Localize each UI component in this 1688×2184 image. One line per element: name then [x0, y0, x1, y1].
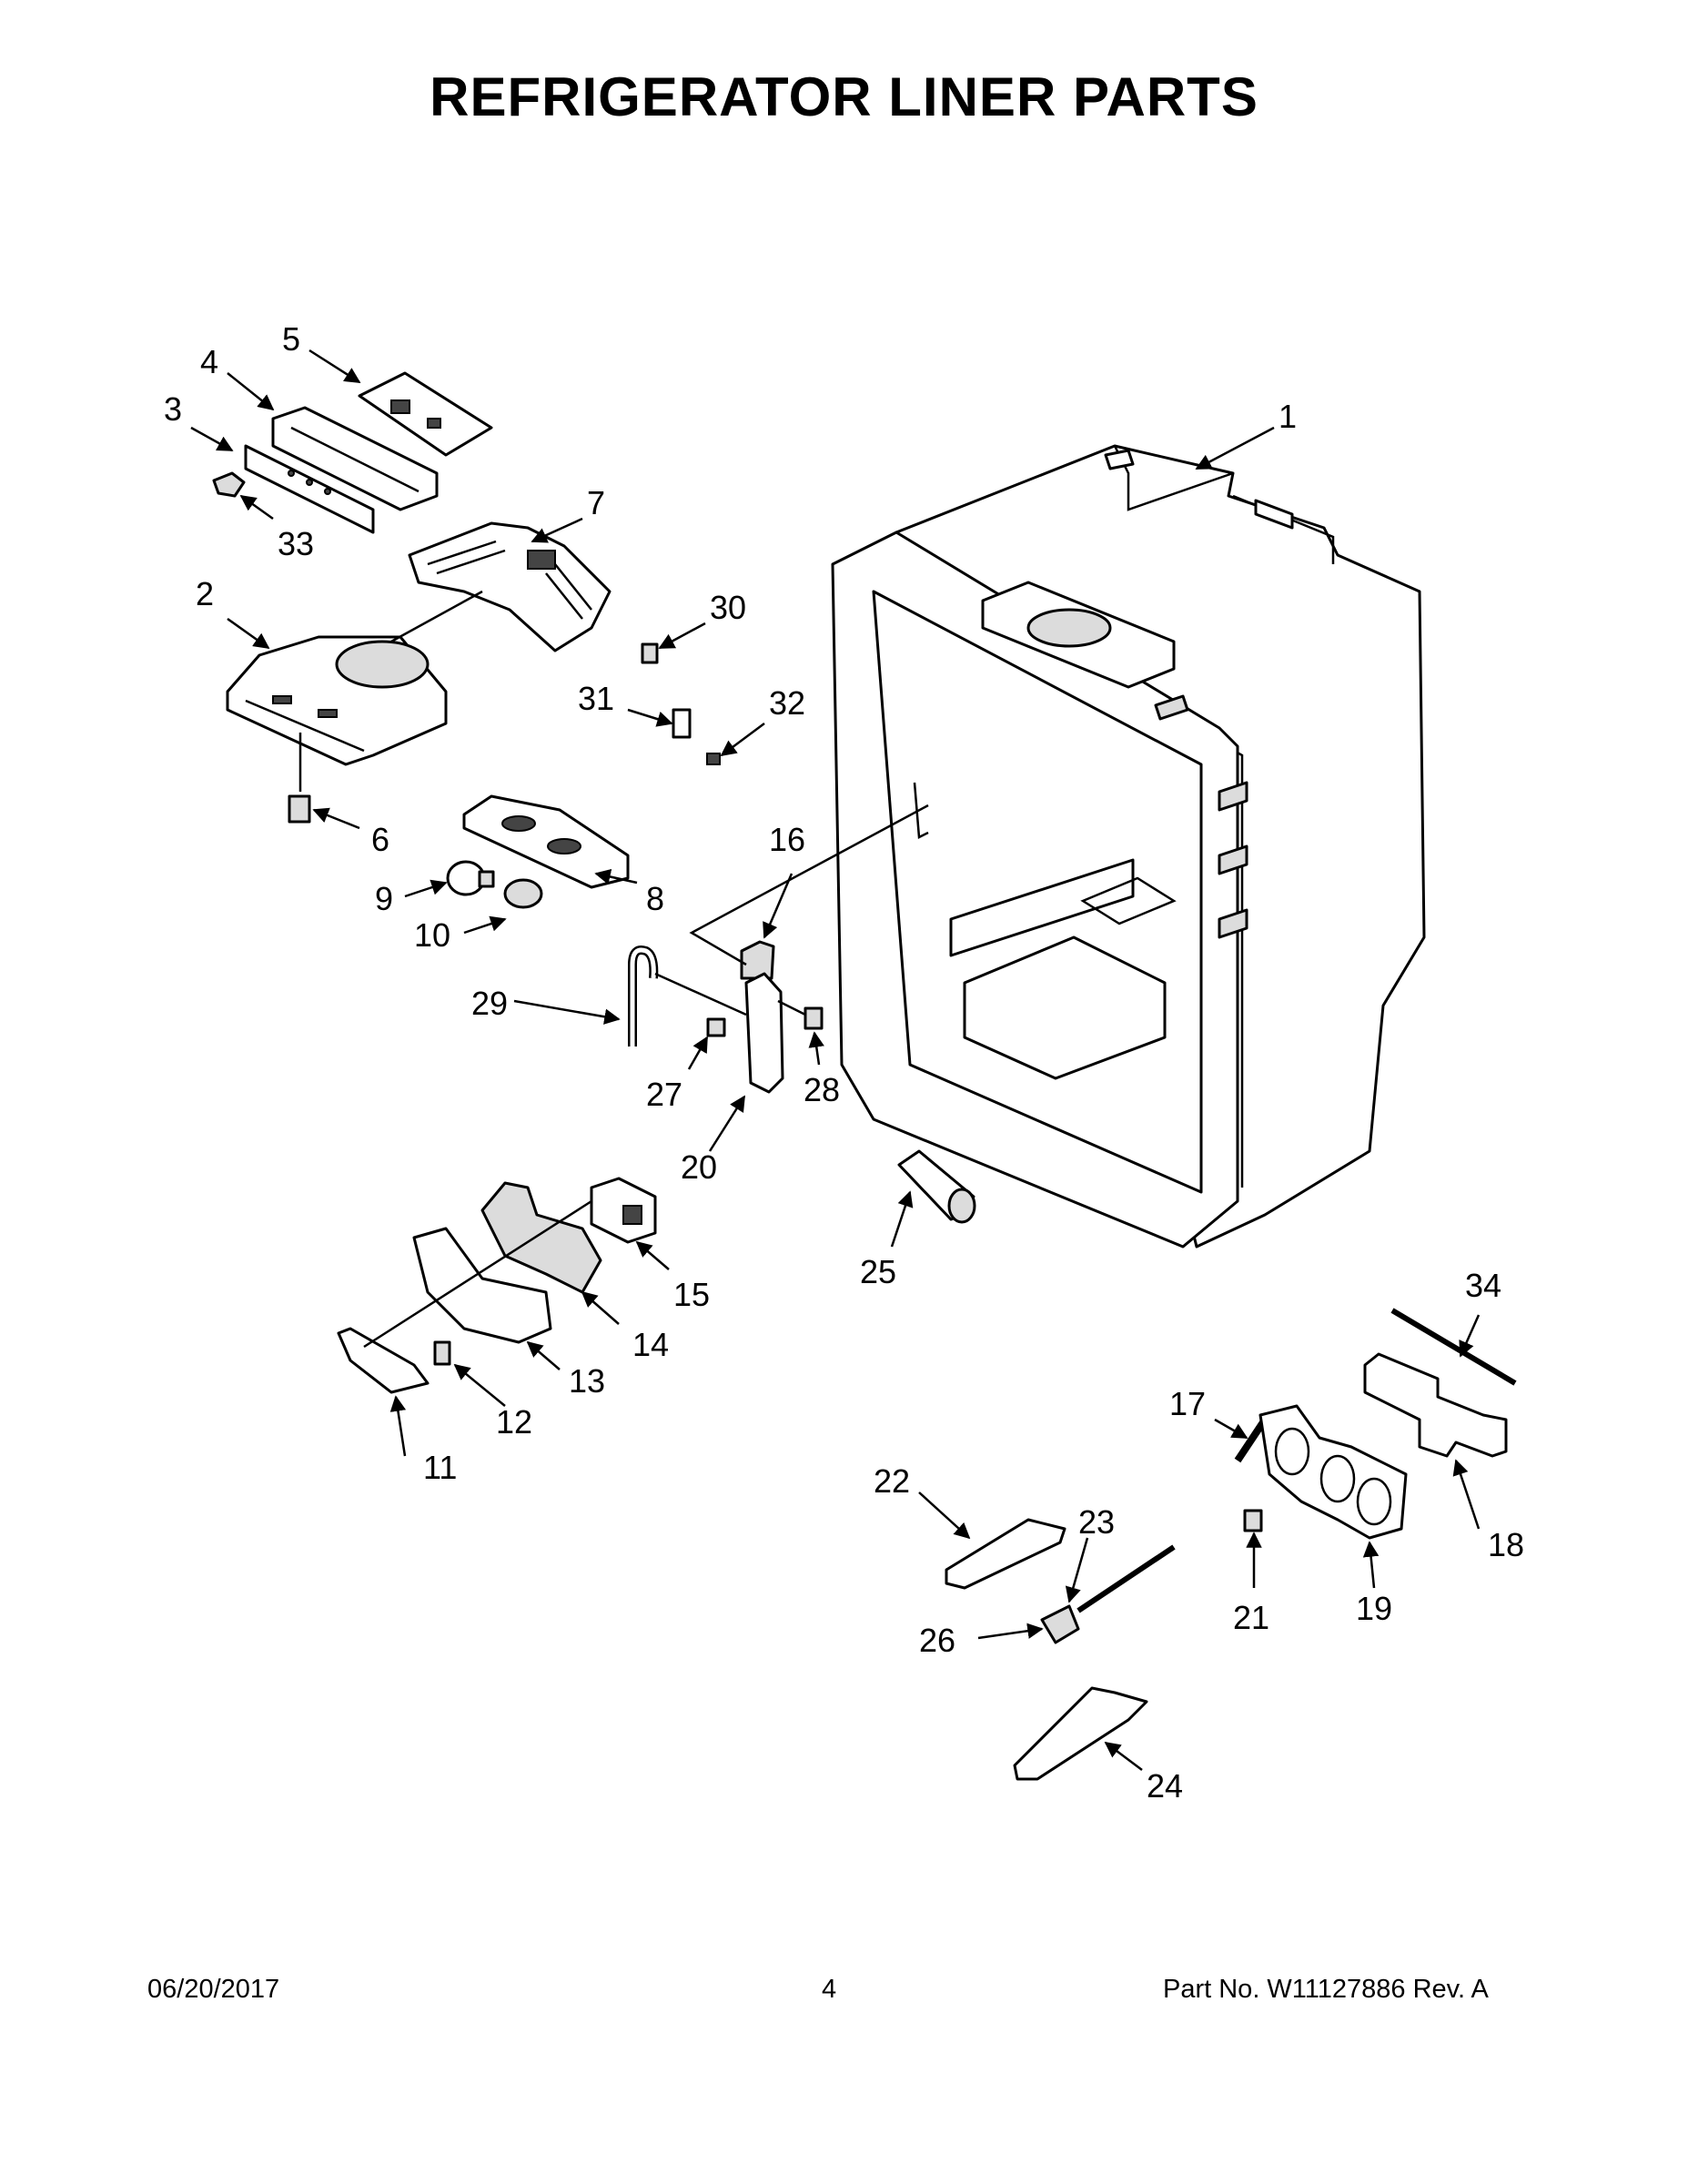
control-housing: [271, 406, 439, 511]
callout-16: 16: [769, 821, 805, 858]
control-board: [358, 371, 493, 457]
callout-22: 22: [874, 1462, 910, 1500]
callout-1: 1: [1279, 398, 1297, 435]
air-grille: [408, 521, 612, 652]
screw-21: [1243, 1509, 1263, 1532]
light-socket: [503, 878, 543, 909]
callout-2: 2: [196, 575, 214, 612]
wire-harness: [1076, 1544, 1176, 1613]
callout-6: 6: [371, 821, 389, 858]
dispenser-housing: [480, 1181, 602, 1294]
dispenser-trim: [337, 1327, 430, 1394]
page-title: REFRIGERATOR LINER PARTS: [430, 66, 1258, 127]
callout-30: 30: [710, 589, 746, 626]
callout-12: 12: [496, 1403, 532, 1441]
fastener-17: [1234, 1417, 1269, 1463]
callout-31: 31: [578, 680, 614, 717]
bracket-22: [945, 1518, 1066, 1590]
callout-28: 28: [804, 1071, 840, 1108]
callout-27: 27: [646, 1076, 682, 1113]
callout-17: 17: [1169, 1385, 1206, 1422]
clip: [706, 1017, 726, 1037]
footer-page-number: 4: [822, 1975, 837, 2004]
screw-12: [433, 1340, 451, 1366]
callout-15: 15: [673, 1276, 710, 1313]
gasket-strip: [1390, 1308, 1517, 1386]
callout-32: 32: [769, 684, 805, 722]
callout-24: 24: [1147, 1767, 1183, 1805]
control-cover: [226, 635, 448, 766]
callout-4: 4: [200, 343, 218, 380]
callout-13: 13: [569, 1362, 605, 1400]
clip-30: [641, 642, 659, 664]
light-bulb: [446, 860, 495, 896]
callout-23: 23: [1078, 1503, 1115, 1541]
callout-10: 10: [414, 916, 450, 954]
callout-29: 29: [471, 985, 508, 1022]
footer-part-number: Part No. W11127886 Rev. A: [1163, 1975, 1489, 2004]
screw: [804, 1006, 824, 1030]
trim-24: [1013, 1686, 1148, 1781]
switch: [288, 794, 311, 824]
light-housing: [462, 794, 630, 889]
callout-9: 9: [375, 880, 393, 917]
callout-20: 20: [681, 1148, 717, 1186]
callout-21: 21: [1233, 1599, 1269, 1636]
bracket-cover: [740, 940, 775, 980]
callout-3: 3: [164, 390, 182, 428]
knob: [212, 471, 246, 498]
filter-cartridge: [897, 1149, 976, 1224]
clip-32: [706, 753, 721, 765]
callout-34: 34: [1465, 1267, 1501, 1304]
callout-labels: 1 2 3 4 5 6 7 8 9 10 11 12 13 14 15 16 1…: [164, 320, 1524, 1805]
leader-lines: [190, 349, 1481, 1771]
callout-8: 8: [646, 880, 664, 917]
callout-25: 25: [860, 1253, 896, 1290]
dispenser-cover: [412, 1227, 552, 1344]
bracket-31: [672, 708, 692, 739]
thermistor: [1040, 1604, 1080, 1644]
callout-19: 19: [1356, 1590, 1392, 1627]
callout-18: 18: [1488, 1526, 1524, 1563]
water-tube: [628, 945, 659, 1046]
heater-clip: [1363, 1352, 1508, 1458]
footer-date: 06/20/2017: [147, 1975, 280, 2004]
refrigerator-liner: [831, 444, 1426, 1249]
callout-11: 11: [423, 1449, 457, 1486]
damper-housing: [744, 972, 784, 1094]
control-overlay: [244, 444, 375, 534]
callout-33: 33: [278, 525, 314, 562]
callout-5: 5: [282, 320, 300, 358]
callout-7: 7: [587, 484, 605, 521]
heater-coil: [1258, 1404, 1408, 1540]
callout-14: 14: [632, 1326, 669, 1363]
callout-26: 26: [919, 1622, 955, 1659]
valve-assembly: [590, 1177, 657, 1244]
